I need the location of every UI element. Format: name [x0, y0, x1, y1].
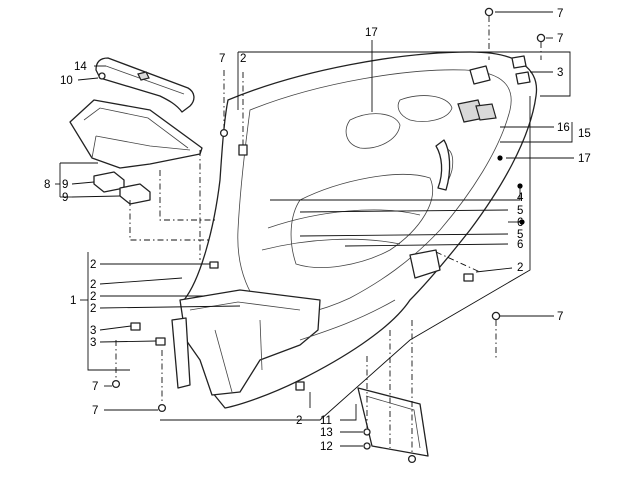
lid-part: [95, 57, 195, 113]
callout-2: 2: [90, 303, 96, 315]
callout-2: 2: [90, 291, 96, 303]
callout-11: 11: [320, 415, 332, 427]
callout-16: 16: [557, 122, 570, 134]
callout-3: 3: [90, 325, 96, 337]
helmet-compartment: [171, 51, 538, 409]
callout-12: 12: [320, 441, 333, 453]
callout-7: 7: [557, 311, 563, 323]
leader-lines: [55, 11, 574, 456]
callout-4: 4: [517, 192, 524, 204]
callout-9: 9: [62, 179, 68, 191]
small-parts: [357, 55, 531, 457]
callout-2: 2: [240, 53, 246, 65]
callout-5: 5: [517, 229, 523, 241]
callout-2: 2: [517, 262, 523, 274]
callout-1: 1: [70, 295, 76, 307]
callout-14: 14: [74, 61, 87, 73]
callout-labels: 7 7 7 2 3 17 14 10 8 9 9 16 15 17 4 5 6 …: [44, 8, 591, 453]
callout-7: 7: [557, 8, 563, 20]
callout-9: 9: [62, 192, 68, 204]
callout-13: 13: [320, 427, 333, 439]
callout-7: 7: [92, 405, 98, 417]
callout-6: 6: [517, 217, 523, 229]
callout-6: 6: [517, 239, 523, 251]
callout-17: 17: [578, 153, 591, 165]
callout-17: 17: [365, 27, 378, 39]
foam-pads: [93, 171, 151, 205]
fasteners: [98, 7, 546, 464]
callout-15: 15: [578, 128, 591, 140]
callout-7: 7: [92, 381, 98, 393]
callout-3: 3: [90, 337, 96, 349]
callout-7: 7: [219, 53, 225, 65]
callout-5: 5: [517, 205, 523, 217]
callout-2: 2: [90, 259, 96, 271]
callout-2: 2: [296, 415, 302, 427]
callout-10: 10: [60, 75, 73, 87]
callout-8: 8: [44, 179, 50, 191]
callout-7: 7: [557, 33, 563, 45]
callout-3: 3: [557, 67, 563, 79]
callout-2: 2: [90, 279, 96, 291]
